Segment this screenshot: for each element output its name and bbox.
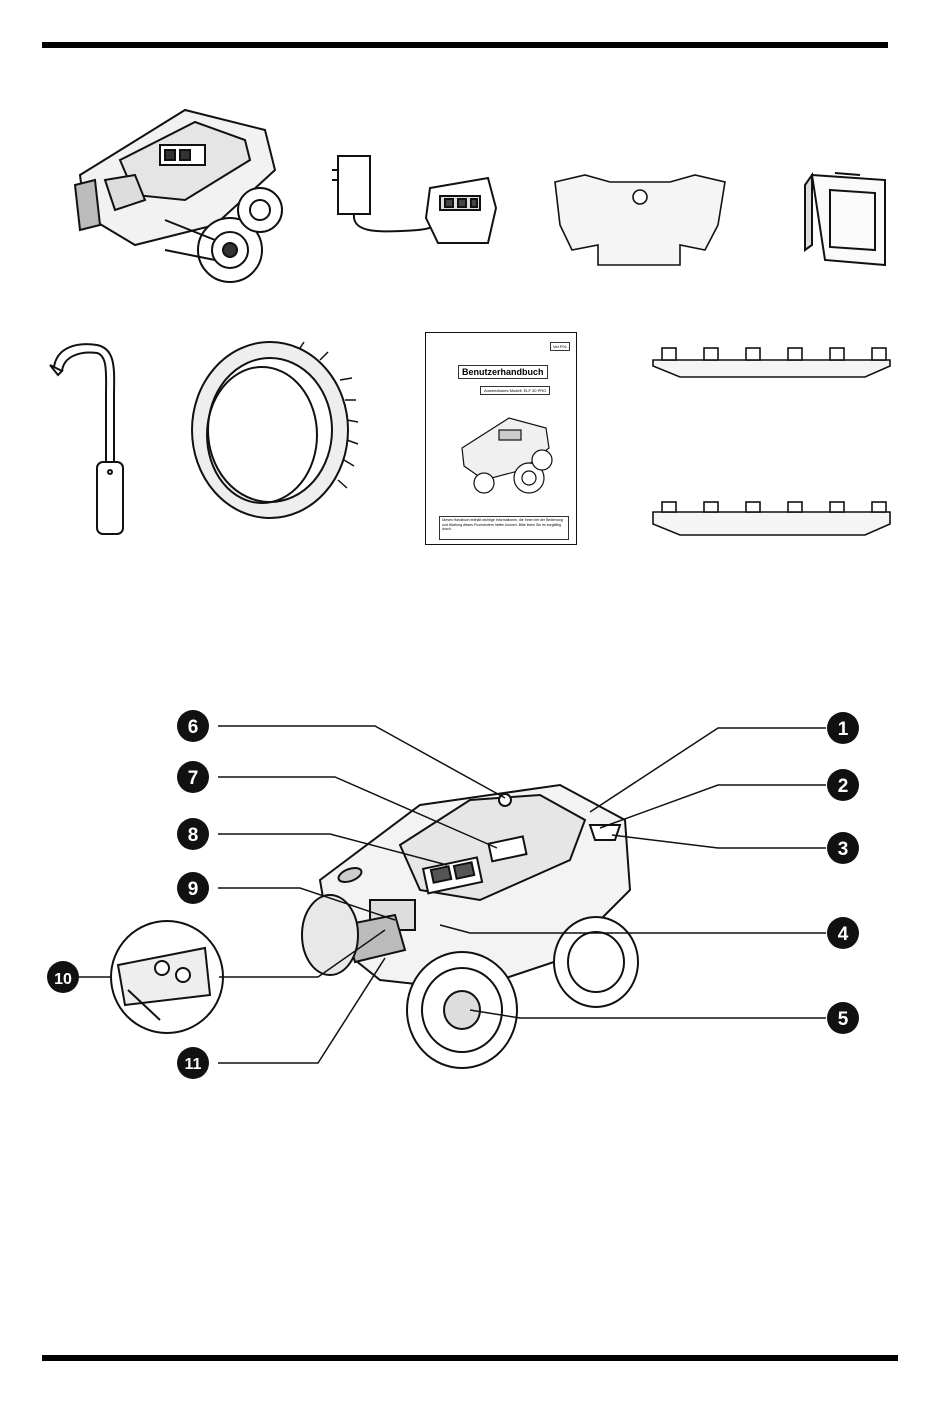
svg-text:10: 10 <box>54 971 72 988</box>
callout-2: 2 <box>827 769 859 801</box>
svg-text:11: 11 <box>185 1056 202 1073</box>
callout-3: 3 <box>827 832 859 864</box>
svg-text:9: 9 <box>188 879 199 900</box>
svg-text:7: 7 <box>188 768 199 789</box>
manual-note: Dieses Handbuch enthält wichtige Informa… <box>439 516 569 540</box>
robot-parts-diagram: 1 2 3 4 5 6 7 8 9 10 11 <box>0 700 950 1090</box>
callout-4: 4 <box>827 917 859 949</box>
manual-model: Anwendbares Modell: ELF 30 PRO <box>480 386 550 395</box>
hook-illustration <box>42 337 132 542</box>
filter-bag-illustration <box>550 170 730 270</box>
callout-6: 6 <box>177 710 209 742</box>
svg-text:4: 4 <box>838 924 849 945</box>
pool-robot-illustration <box>65 100 285 290</box>
manual-title: Benutzerhandbuch <box>458 365 548 379</box>
svg-text:3: 3 <box>838 839 849 860</box>
power-adapter-illustration <box>318 148 503 248</box>
filter-cartridge-illustration <box>800 165 895 275</box>
top-rule <box>42 42 888 48</box>
callout-10: 10 <box>47 961 79 993</box>
callout-7: 7 <box>177 761 209 793</box>
callout-1: 1 <box>827 712 859 744</box>
callout-5: 5 <box>827 1002 859 1034</box>
svg-text:8: 8 <box>188 825 199 846</box>
svg-text:2: 2 <box>838 776 849 797</box>
bottom-rule <box>42 1355 898 1361</box>
manual-version: Ver.P01 <box>550 342 570 351</box>
brush-strip-bottom-illustration <box>650 500 895 540</box>
callout-9: 9 <box>177 872 209 904</box>
callout-8: 8 <box>177 818 209 850</box>
svg-text:6: 6 <box>188 717 199 738</box>
callout-11: 11 <box>177 1047 209 1079</box>
brush-strip-top-illustration <box>650 342 895 382</box>
user-manual-illustration: Ver.P01 Benutzerhandbuch Anwendbares Mod… <box>425 332 577 545</box>
tire-illustration <box>190 340 360 520</box>
svg-text:1: 1 <box>838 719 849 740</box>
svg-text:5: 5 <box>838 1009 849 1030</box>
